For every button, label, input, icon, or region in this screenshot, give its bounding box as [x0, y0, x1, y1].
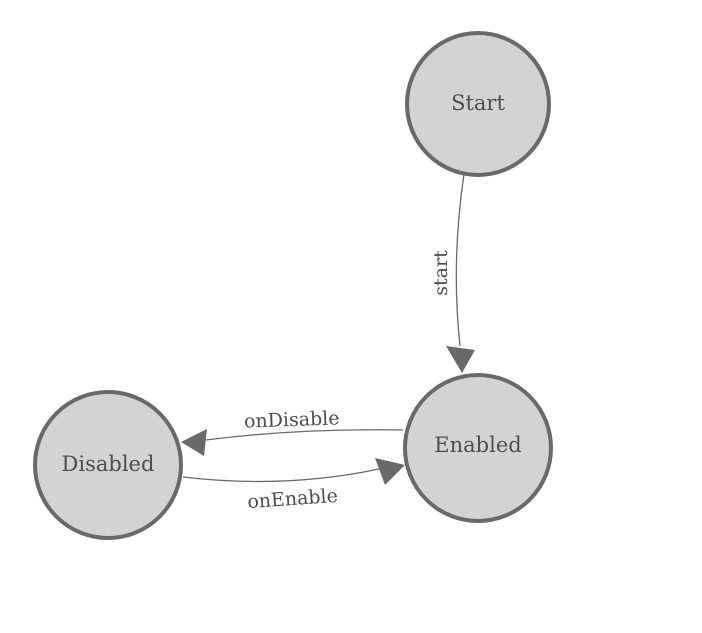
- edge-onenable-arrowhead: [375, 458, 405, 485]
- node-enabled-label: Enabled: [434, 433, 521, 457]
- edge-onenable-path[interactable]: [182, 468, 380, 483]
- node-enabled: Enabled: [403, 373, 553, 523]
- node-disabled-label: Disabled: [62, 452, 155, 476]
- node-disabled: Disabled: [33, 390, 183, 540]
- edge-start-path[interactable]: [455, 173, 465, 347]
- node-start: Start: [405, 31, 551, 177]
- edge-ondisable-path[interactable]: [205, 429, 404, 441]
- edge-enabled-to-disabled: onDisable: [181, 407, 404, 456]
- node-start-label: Start: [451, 91, 505, 115]
- node-start-circle[interactable]: [405, 31, 551, 177]
- edge-ondisable-arrowhead: [181, 429, 207, 456]
- edge-label-ondisable: onDisable: [244, 407, 340, 432]
- node-enabled-circle[interactable]: [403, 373, 553, 523]
- edge-label-onenable: onEnable: [247, 485, 339, 513]
- edge-start-arrowhead: [446, 346, 475, 373]
- edge-label-start: start: [430, 250, 452, 296]
- edge-start-to-enabled: start: [430, 173, 475, 373]
- edge-disabled-to-enabled: onEnable: [182, 458, 405, 513]
- node-disabled-circle[interactable]: [33, 390, 183, 540]
